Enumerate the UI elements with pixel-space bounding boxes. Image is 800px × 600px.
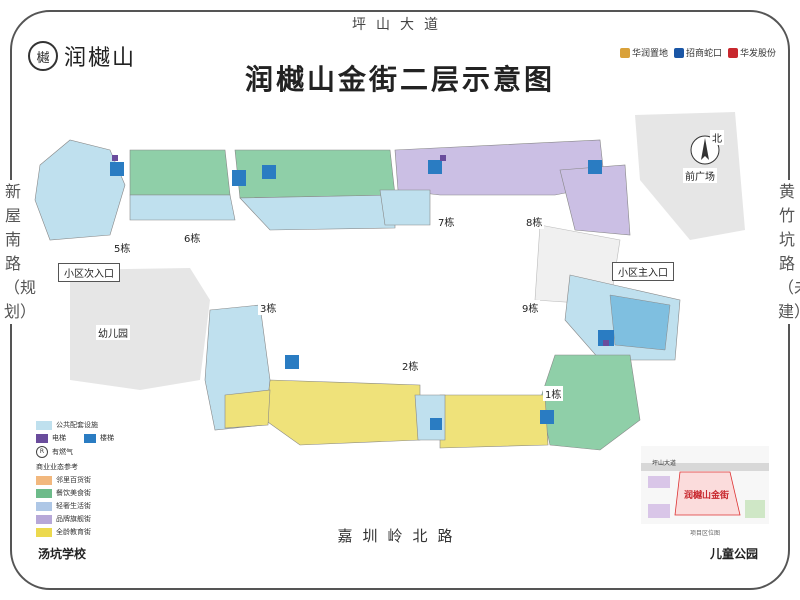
legend-gas-row: R 有燃气 bbox=[36, 446, 114, 458]
inset-site bbox=[674, 471, 741, 516]
legend-stair-label: 楼梯 bbox=[100, 434, 114, 442]
elevator-icon bbox=[112, 155, 118, 161]
stair-icon bbox=[232, 170, 246, 186]
legend-business-label: 品牌旗舰街 bbox=[56, 515, 91, 523]
stair-icon bbox=[598, 330, 614, 346]
building-3-retail bbox=[224, 389, 271, 429]
building-6-zone-a bbox=[129, 149, 231, 196]
road-right-label: 黄竹坑路（未建） bbox=[778, 180, 800, 324]
legend-facilities-row: 电梯 楼梯 bbox=[36, 433, 114, 443]
elevator-icon bbox=[440, 155, 446, 161]
building-9-inner bbox=[609, 294, 671, 351]
stair-icon bbox=[110, 162, 124, 176]
building-6-zone-b bbox=[129, 194, 236, 221]
main-entrance-label: 小区主入口 bbox=[612, 262, 674, 281]
stair-icon bbox=[540, 410, 554, 424]
gas-icon: R bbox=[36, 446, 48, 458]
park-label: 儿童公园 bbox=[706, 545, 763, 562]
building-6-label: 6栋 bbox=[182, 230, 203, 245]
building-3-label: 3栋 bbox=[258, 300, 279, 315]
building-8-label: 8栋 bbox=[524, 214, 545, 229]
partner-2: 招商蛇口 bbox=[673, 46, 722, 59]
secondary-entrance-label: 小区次入口 bbox=[58, 263, 120, 282]
elevator-swatch bbox=[36, 433, 48, 443]
stair-icon bbox=[262, 165, 276, 179]
inset-block bbox=[745, 500, 765, 518]
building-7-core bbox=[379, 189, 431, 226]
partner-1: 华润置地 bbox=[619, 46, 668, 59]
inset-block bbox=[648, 476, 670, 488]
legend-business-title: 商业业态参考 bbox=[36, 463, 78, 471]
building-6-zone-c bbox=[234, 149, 396, 199]
partner-2-icon bbox=[673, 47, 684, 58]
building-1-label: 1栋 bbox=[543, 386, 564, 401]
stair-icon bbox=[285, 355, 299, 369]
legend-business-row: 品牌旗舰街 bbox=[36, 514, 114, 524]
inset-block bbox=[648, 504, 670, 518]
front-plaza-label: 前广场 bbox=[683, 168, 717, 183]
north-arrow-icon bbox=[701, 138, 709, 160]
partner-1-icon bbox=[619, 47, 630, 58]
logo-seal-icon: 樾 bbox=[28, 41, 58, 71]
partner-3-label: 华发股份 bbox=[739, 49, 776, 59]
partner-1-label: 华润置地 bbox=[631, 49, 668, 59]
legend: 公共配套设施 电梯 楼梯 R 有燃气 商业业态参考 邻里百货街 餐饮美食街 轻奢生… bbox=[36, 420, 114, 540]
business-swatch bbox=[36, 501, 52, 511]
building-7-label: 7栋 bbox=[436, 214, 457, 229]
public-facility-swatch bbox=[36, 420, 52, 430]
road-left-label: 新屋南路（规划） bbox=[4, 180, 36, 324]
road-top-label: 坪山大道 bbox=[330, 14, 470, 34]
inset-road bbox=[641, 463, 769, 471]
page-title: 润樾山金街二层示意图 bbox=[244, 63, 555, 96]
logo-text: 润樾山 bbox=[64, 46, 137, 71]
legend-business-row: 邻里百货街 bbox=[36, 475, 114, 485]
inset-road-label: 坪山大道 bbox=[652, 460, 677, 467]
stair-swatch bbox=[84, 433, 96, 443]
building-5-label: 5栋 bbox=[112, 240, 133, 255]
kindergarten-area bbox=[70, 268, 210, 390]
business-swatch bbox=[36, 514, 52, 524]
building-2-label: 2栋 bbox=[400, 358, 421, 373]
inset-center-label: 润樾山金街 bbox=[684, 491, 730, 501]
legend-business-label: 轻奢生活街 bbox=[56, 502, 91, 510]
elevator-icon bbox=[603, 340, 609, 346]
stair-icon bbox=[428, 160, 442, 174]
building-9-label: 9栋 bbox=[520, 300, 541, 315]
north-label: 北 bbox=[710, 130, 724, 145]
partner-3: 华发股份 bbox=[727, 46, 776, 59]
stair-icon bbox=[430, 418, 442, 430]
brand-logo: 樾 润樾山 bbox=[28, 40, 136, 72]
legend-elevator-label: 电梯 bbox=[52, 434, 66, 442]
kindergarten-label: 幼儿园 bbox=[96, 325, 130, 340]
legend-business-row: 餐饮美食街 bbox=[36, 488, 114, 498]
school-label: 汤坑学校 bbox=[34, 545, 91, 562]
legend-facilities-header: 公共配套设施 bbox=[36, 420, 114, 430]
partner-logos: 华润置地 招商蛇口 华发股份 bbox=[619, 46, 776, 59]
stair-icon bbox=[588, 160, 602, 174]
legend-facilities-title: 公共配套设施 bbox=[56, 421, 98, 429]
building-2-zone-a bbox=[264, 379, 421, 446]
building-2-core bbox=[414, 394, 446, 441]
inset-caption: 项目区位图 bbox=[689, 530, 720, 537]
building-8-zone bbox=[559, 164, 631, 236]
partner-3-icon bbox=[727, 47, 738, 58]
building-5-zone bbox=[34, 139, 126, 241]
legend-business-label: 邻里百货街 bbox=[56, 476, 91, 484]
building-2-zone-b bbox=[439, 394, 549, 449]
legend-business-label: 餐饮美食街 bbox=[56, 489, 91, 497]
road-bottom-label: 嘉圳岭北路 bbox=[320, 525, 480, 546]
legend-business-row: 轻奢生活街 bbox=[36, 501, 114, 511]
business-swatch bbox=[36, 475, 52, 485]
building-1-zone bbox=[539, 354, 641, 451]
legend-business-label: 全龄教育街 bbox=[56, 528, 91, 536]
legend-business-row: 全龄教育街 bbox=[36, 527, 114, 537]
partner-2-label: 招商蛇口 bbox=[685, 49, 722, 59]
location-inset bbox=[641, 446, 769, 524]
legend-gas-label: 有燃气 bbox=[52, 448, 73, 456]
business-swatch bbox=[36, 527, 52, 537]
business-swatch bbox=[36, 488, 52, 498]
building-6-zone-d bbox=[239, 194, 396, 231]
